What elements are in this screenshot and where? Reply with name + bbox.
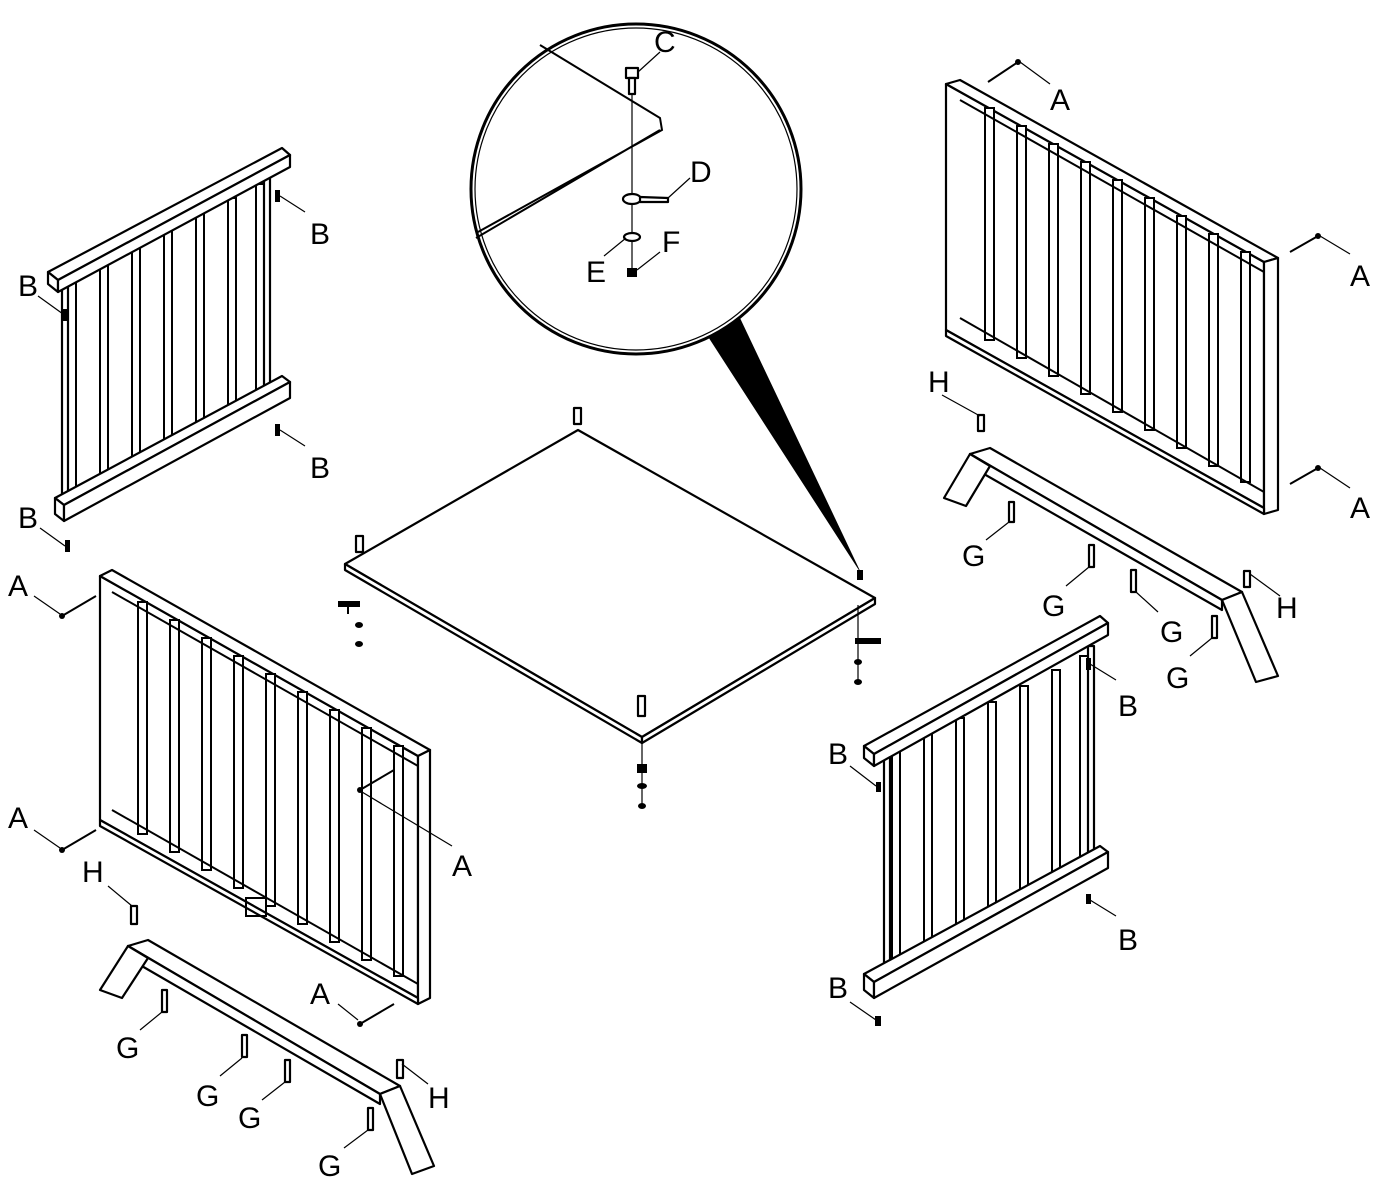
label-a-bl-4: A [310,978,330,1011]
board-hardware-left [338,601,363,647]
label-b-br-1: B [1118,690,1138,723]
label-a-tr-3: A [1350,492,1370,525]
label-g-tr-1: G [962,540,985,573]
label-c: C [654,26,676,59]
hardware-c-bolt [624,66,640,96]
hardware-f-nut [627,268,637,277]
label-b-tl-3: B [310,452,330,485]
end-panel-top-left: B B B B [18,146,330,552]
label-g-tr-2: G [1042,590,1065,623]
base-board [338,406,881,809]
label-d: D [690,156,712,189]
label-g-tr-3: G [1160,616,1183,649]
label-g-tr-4: G [1166,662,1189,695]
label-h-tr-2: H [1276,592,1298,625]
hardware-e-washer [622,231,642,243]
detail-circle-inner [474,27,798,351]
label-a-bl-1: A [8,570,28,603]
detail-board [475,44,664,239]
label-b-br-2: B [828,738,848,771]
base-rail-top-right: H H G G G G [928,366,1298,695]
label-a-bl-2: A [8,802,28,835]
board-hardware-right [854,605,881,685]
hardware-d-key [621,192,670,206]
label-a-tr-2: A [1350,260,1370,293]
label-h-tr-1: H [928,366,950,399]
board-corner-bolts [354,406,863,718]
end-panel-bottom-right: B B B B [828,614,1138,1026]
side-panel-top-right: A A A [944,59,1370,525]
label-g-bl-4: G [318,1150,341,1181]
label-a-tr-1: A [1050,84,1070,117]
detail-callout: C D E F [469,22,862,575]
detail-circle [469,22,803,356]
label-f: F [662,226,680,259]
callout-pointer [705,318,862,575]
label-g-bl-3: G [238,1102,261,1135]
label-b-br-3: B [1118,924,1138,957]
label-b-tl-2: B [18,270,38,303]
label-g-bl-1: G [116,1032,139,1065]
label-h-bl-2: H [428,1082,450,1115]
label-e: E [586,256,606,289]
label-b-tl-4: B [18,502,38,535]
label-b-tl-1: B [310,218,330,251]
base-rail-bottom-left: H H G G G G [82,856,450,1181]
label-h-bl-1: H [82,856,104,889]
side-panel-bottom-left: A A A A [8,568,472,1027]
board-hardware-front [637,744,647,809]
pins-a-bl [59,595,395,1027]
label-a-bl-3: A [452,850,472,883]
label-g-bl-2: G [196,1080,219,1113]
pins-a-tr [987,59,1321,485]
label-b-br-4: B [828,972,848,1005]
